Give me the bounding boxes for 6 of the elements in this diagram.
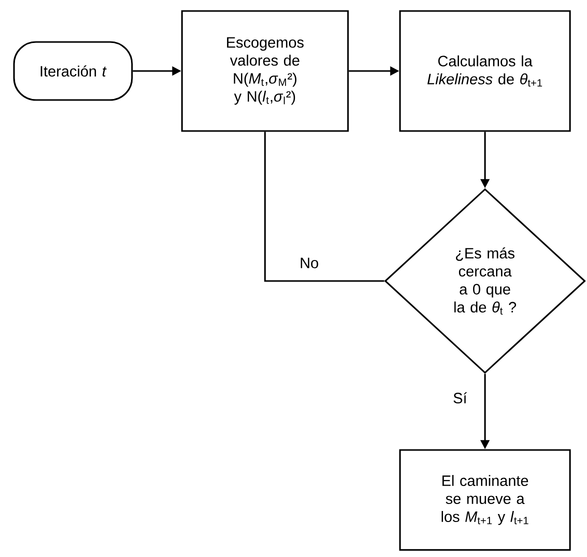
edge-label: No bbox=[300, 258, 318, 268]
process-box: El caminante se mueve a los M$_{t+1}$ y l$_{t+1}$ bbox=[399, 449, 571, 551]
process-box: Escogemos valores de N(M$_{t}$,σ$_{M}$²) y N(l$_{t}$,σ$_{l}$²) bbox=[181, 10, 349, 132]
edge-label: Sí bbox=[454, 392, 467, 404]
process-box: Calculamos la Likeliness de θ$_{t+1}$ bbox=[399, 10, 571, 132]
terminal-box: Iteración t bbox=[13, 41, 133, 101]
